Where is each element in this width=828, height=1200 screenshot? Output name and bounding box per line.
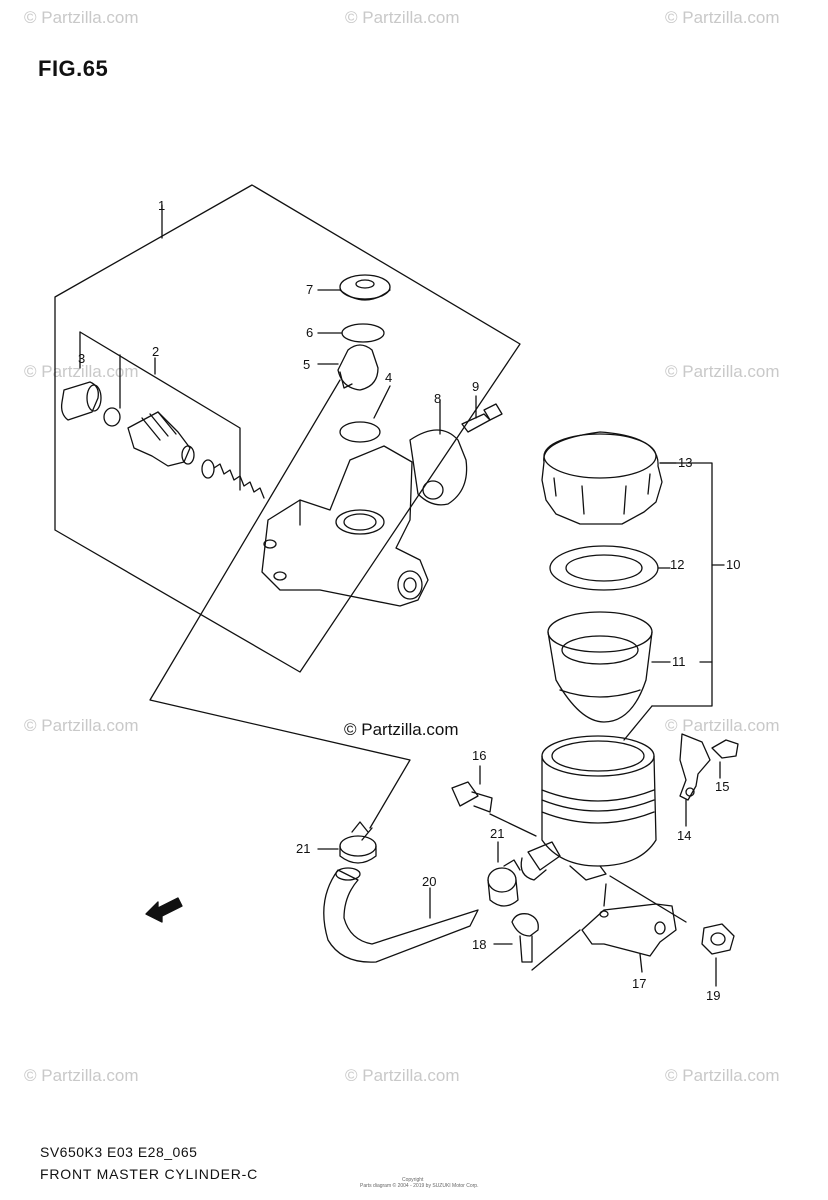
reservoir-hose-part	[323, 867, 479, 963]
callout-21-lower: 21	[490, 826, 504, 841]
assembly-outline	[54, 184, 521, 673]
reservoir-bracket-part	[581, 903, 677, 957]
watermark: © Partzilla.com	[24, 716, 139, 735]
figure-title: FIG.65	[38, 56, 109, 81]
callout-9: 9	[472, 379, 479, 394]
clamp-holder-part	[409, 429, 468, 506]
kit-bracket	[79, 331, 241, 491]
callout-5: 5	[303, 357, 310, 372]
front-direction-arrow-icon	[145, 897, 183, 923]
boot-part	[60, 381, 102, 421]
hose-clamp-upper-part	[339, 821, 377, 864]
o-ring-part	[339, 421, 381, 443]
watermark: © Partzilla.com	[345, 8, 460, 27]
reservoir-cap-small	[339, 274, 391, 301]
clip-screw-part	[711, 739, 739, 759]
circlip-part	[103, 407, 121, 427]
callout-12: 12	[670, 557, 684, 572]
callout-19: 19	[706, 988, 720, 1003]
master-cylinder-body	[261, 445, 429, 607]
hose-clamp-lower-part	[487, 859, 521, 907]
watermark: © Partzilla.com	[665, 362, 780, 381]
callout-7: 7	[306, 282, 313, 297]
spring-part	[201, 459, 265, 499]
callout-3: 3	[78, 351, 85, 366]
model-code: SV650K3 E03 E28_065	[40, 1144, 198, 1160]
callout-10: 10	[726, 557, 740, 572]
callout-14: 14	[677, 828, 691, 843]
watermark: © Partzilla.com	[665, 716, 780, 735]
callout-17: 17	[632, 976, 646, 991]
callout-6: 6	[306, 325, 313, 340]
watermark: © Partzilla.com	[345, 1066, 460, 1085]
callout-1: 1	[158, 198, 165, 213]
hose-route-line	[149, 379, 411, 829]
reservoir-clip-part	[679, 733, 711, 801]
callout-16: 16	[472, 748, 486, 763]
bracket-mount-bolt-part	[511, 913, 539, 963]
bracket-bolt-part	[451, 781, 493, 813]
callout-8: 8	[434, 391, 441, 406]
watermark: © Partzilla.com	[665, 1066, 780, 1085]
callout-11: 11	[672, 654, 686, 669]
watermark: © Partzilla.com	[24, 362, 139, 381]
callout-20: 20	[422, 874, 436, 889]
clamp-screw-part	[461, 403, 503, 433]
callout-2: 2	[152, 344, 159, 359]
watermark: © Partzilla.com	[24, 1066, 139, 1085]
callout-15: 15	[715, 779, 729, 794]
watermark: © Partzilla.com	[665, 8, 780, 27]
center-watermark: © Partzilla.com	[344, 720, 459, 739]
hose-connector-part	[337, 344, 379, 391]
watermark: © Partzilla.com	[24, 8, 139, 27]
callout-4: 4	[385, 370, 392, 385]
callout-18: 18	[472, 937, 486, 952]
diaphragm-plate-part	[549, 545, 659, 591]
diagram-caption: FRONT MASTER CYLINDER-C	[40, 1166, 259, 1182]
callout-21-upper: 21	[296, 841, 310, 856]
callout-13: 13	[678, 455, 692, 470]
reservoir-cap-part	[541, 431, 663, 525]
snap-ring-part	[341, 323, 385, 343]
diaphragm-part	[547, 611, 653, 723]
flange-nut-part	[701, 923, 735, 955]
piston-part	[127, 411, 195, 467]
reservoir-body-part	[520, 735, 657, 881]
copyright-text: Parts diagram © 2004 - 2019 by SUZUKI Mo…	[360, 1183, 479, 1189]
copyright-label: Copyright	[402, 1177, 424, 1183]
